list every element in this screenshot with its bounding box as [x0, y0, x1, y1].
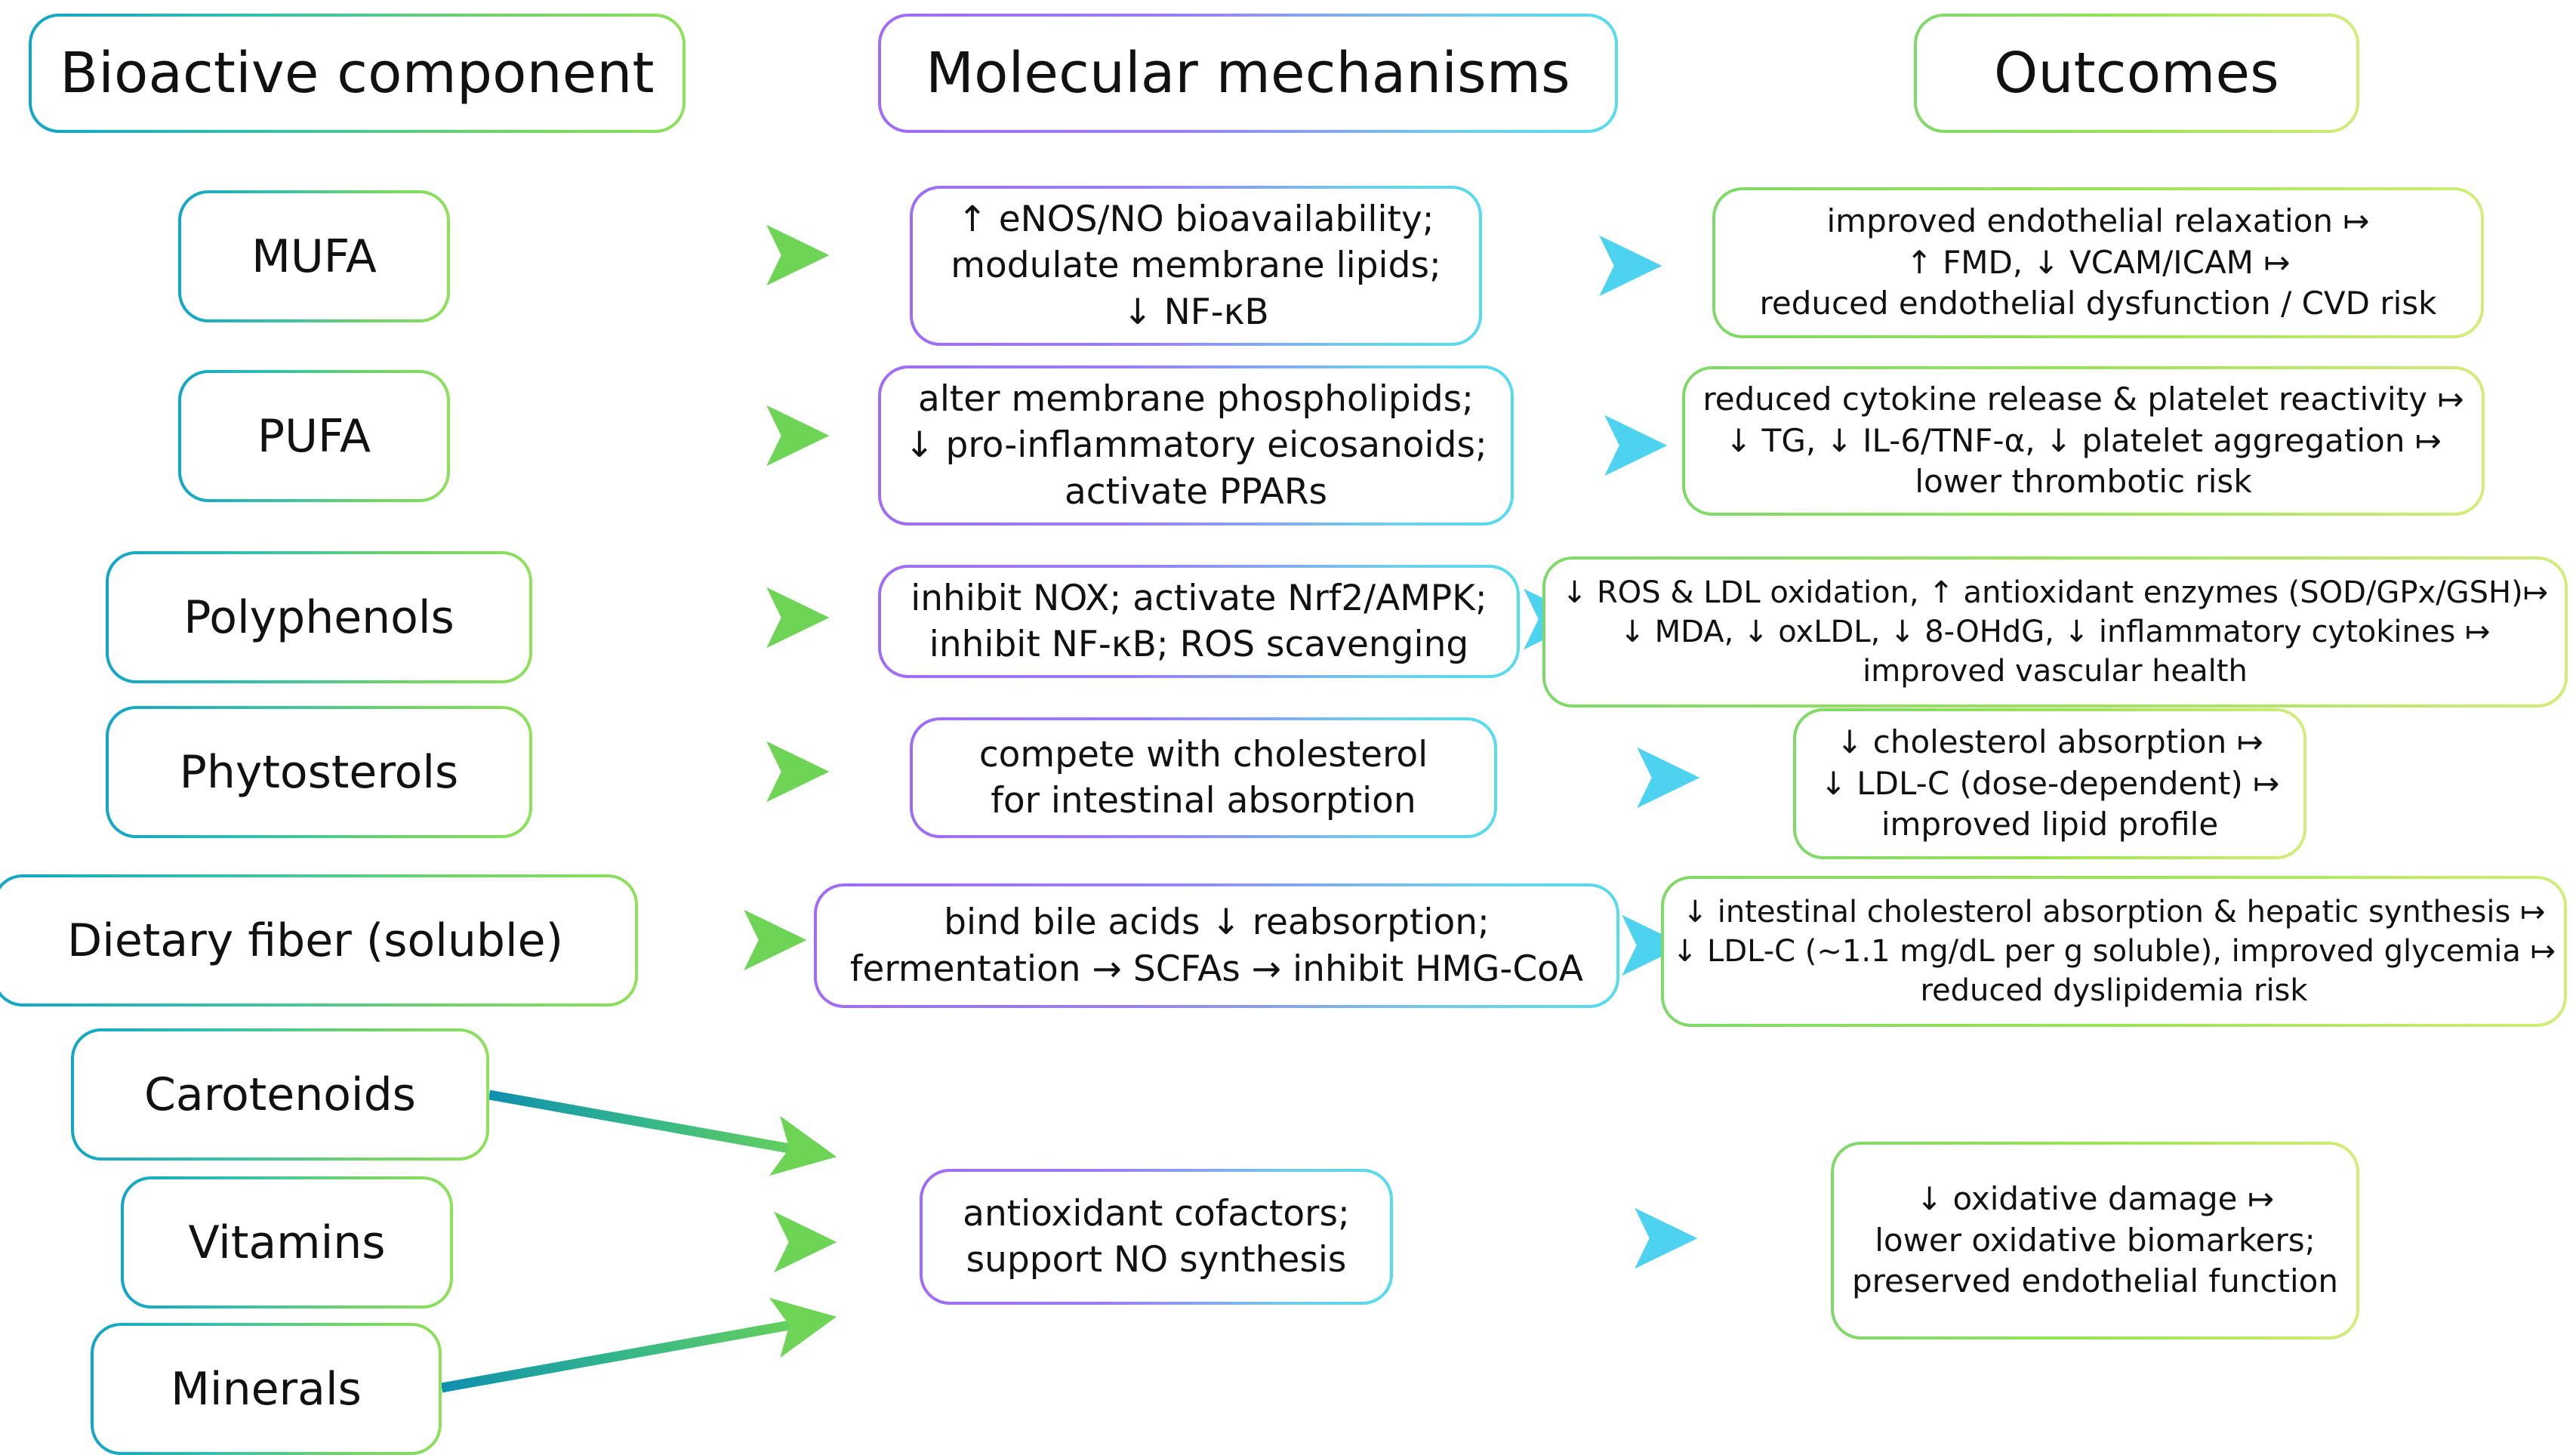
mechanism-line: ↓ NF-κB	[1123, 291, 1269, 333]
mechanism-line: antioxidant cofactors;	[963, 1192, 1350, 1235]
mechanism-mufa[interactable]: ↑ eNOS/NO bioavailability; modulate memb…	[910, 186, 1482, 346]
outcome-line: improved endothelial relaxation ↦	[1826, 202, 2370, 240]
header-label: Bioactive component	[60, 40, 655, 106]
component-label: Phytosterols	[179, 745, 459, 799]
component-polyphenols[interactable]: Polyphenols	[106, 551, 532, 683]
outcome-micronutrients[interactable]: ↓ oxidative damage ↦ lower oxidative bio…	[1831, 1142, 2359, 1339]
component-label: MUFA	[251, 230, 377, 283]
component-mufa[interactable]: MUFA	[178, 190, 450, 322]
outcome-polyphenols[interactable]: ↓ ROS & LDL oxidation, ↑ antioxidant enz…	[1542, 556, 2568, 707]
outcome-line: ↓ intestinal cholesterol absorption & he…	[1682, 895, 2546, 929]
component-label: Minerals	[171, 1362, 362, 1416]
outcome-line: ↓ MDA, ↓ oxLDL, ↓ 8-OHdG, ↓ inflammatory…	[1619, 615, 2491, 649]
mechanism-line: inhibit NF-κB; ROS scavenging	[929, 624, 1469, 665]
component-vitamins[interactable]: Vitamins	[121, 1176, 453, 1309]
outcome-line: ↑ FMD, ↓ VCAM/ICAM ↦	[1906, 243, 2291, 281]
component-dietary-fiber[interactable]: Dietary fiber (soluble)	[0, 874, 638, 1006]
component-minerals[interactable]: Minerals	[91, 1323, 442, 1455]
component-label: Dietary fiber (soluble)	[66, 914, 563, 967]
outcome-mufa[interactable]: improved endothelial relaxation ↦ ↑ FMD,…	[1712, 187, 2484, 338]
outcome-dietary-fiber[interactable]: ↓ intestinal cholesterol absorption & he…	[1661, 876, 2567, 1027]
outcome-line: lower thrombotic risk	[1915, 463, 2252, 501]
component-carotenoids[interactable]: Carotenoids	[71, 1028, 489, 1161]
mechanism-line: compete with cholesterol	[978, 733, 1428, 775]
mechanism-line: alter membrane phospholipids;	[918, 378, 1474, 421]
mechanism-phytosterols[interactable]: compete with cholesterol for intestinal …	[910, 717, 1497, 838]
outcome-line: improved lipid profile	[1881, 806, 2219, 843]
outcome-line: reduced endothelial dysfunction / CVD ri…	[1759, 285, 2437, 322]
mechanism-line: fermentation → SCFAs → inhibit HMG-CoA	[849, 948, 1584, 990]
outcome-line: ↓ cholesterol absorption ↦	[1836, 723, 2263, 761]
outcome-line: lower oxidative biomarkers;	[1875, 1221, 2316, 1259]
outcome-line: ↓ ROS & LDL oxidation, ↑ antioxidant enz…	[1561, 575, 2549, 610]
header-label: Molecular mechanisms	[926, 40, 1570, 106]
outcome-line: improved vascular health	[1863, 654, 2248, 689]
component-label: Carotenoids	[144, 1068, 416, 1121]
outcome-line: ↓ LDL-C (~1.1 mg/dL per g soluble), impr…	[1672, 934, 2556, 969]
header-label: Outcomes	[1994, 40, 2279, 106]
outcome-line: ↓ TG, ↓ IL-6/TNF-α, ↓ platelet aggregati…	[1725, 421, 2442, 459]
component-pufa[interactable]: PUFA	[178, 370, 450, 502]
component-phytosterols[interactable]: Phytosterols	[106, 706, 532, 838]
mechanism-line: ↑ eNOS/NO bioavailability;	[957, 199, 1434, 241]
mechanism-dietary-fiber[interactable]: bind bile acids ↓ reabsorption; fermenta…	[814, 883, 1619, 1008]
mechanism-line: for intestinal absorption	[991, 780, 1416, 822]
outcome-line: reduced cytokine release & platelet reac…	[1702, 381, 2464, 418]
header-outcomes: Outcomes	[1914, 14, 2359, 133]
mechanism-pufa[interactable]: alter membrane phospholipids; ↓ pro-infl…	[878, 365, 1514, 526]
outcome-line: ↓ oxidative damage ↦	[1915, 1180, 2275, 1218]
outcome-line: preserved endothelial function	[1852, 1262, 2338, 1300]
component-label: Polyphenols	[183, 590, 454, 644]
outcome-phytosterols[interactable]: ↓ cholesterol absorption ↦ ↓ LDL-C (dose…	[1793, 708, 2306, 859]
mechanism-line: support NO synthesis	[966, 1239, 1347, 1281]
outcome-line: ↓ LDL-C (dose-dependent) ↦	[1820, 764, 2280, 802]
mechanism-micronutrients[interactable]: antioxidant cofactors; support NO synthe…	[920, 1169, 1393, 1305]
mechanism-line: activate PPARs	[1064, 470, 1327, 513]
component-label: PUFA	[257, 409, 371, 463]
arrow-carotenoids-to-mechanism	[488, 1090, 837, 1176]
mechanism-line: ↓ pro-inflammatory eicosanoids;	[904, 424, 1487, 467]
mechanism-line: bind bile acids ↓ reabsorption;	[944, 902, 1490, 944]
mechanism-line: inhibit NOX; activate Nrf2/AMPK;	[911, 577, 1487, 619]
arrow-minerals-to-mechanism	[440, 1297, 837, 1393]
component-label: Vitamins	[188, 1216, 386, 1269]
header-bioactive-component: Bioactive component	[29, 14, 686, 133]
header-molecular-mechanisms: Molecular mechanisms	[878, 14, 1618, 133]
outcome-line: reduced dyslipidemia risk	[1920, 973, 2308, 1008]
outcome-pufa[interactable]: reduced cytokine release & platelet reac…	[1682, 366, 2485, 516]
mechanism-line: modulate membrane lipids;	[951, 245, 1441, 287]
mechanism-polyphenols[interactable]: inhibit NOX; activate Nrf2/AMPK; inhibit…	[878, 565, 1520, 678]
